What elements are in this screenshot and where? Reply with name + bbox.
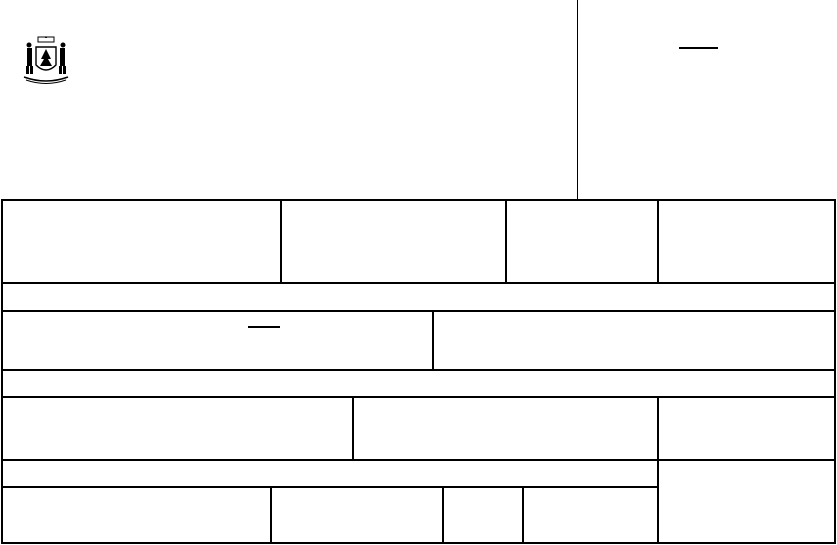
maine-state-seal-icon: [23, 36, 69, 84]
header-divider: [577, 0, 578, 199]
row-1-bottom-border: [3, 282, 834, 284]
row-4-cell-4[interactable]: [524, 488, 657, 542]
form-table: [1, 199, 836, 544]
row-1-cell-1[interactable]: [3, 201, 280, 282]
row-3-cell-3[interactable]: [659, 398, 834, 459]
row-1-cell-4[interactable]: [659, 201, 834, 282]
side-box-left-border: [657, 461, 659, 542]
row-2-divider-1: [432, 312, 434, 369]
row-2-cell-1[interactable]: [3, 312, 432, 369]
row-3-bottom-border: [3, 459, 834, 461]
row-4-cell-1[interactable]: [3, 488, 270, 542]
section-band-3: [3, 461, 657, 486]
row-3-cell-1[interactable]: [3, 398, 352, 459]
row-4-cell-3[interactable]: [444, 488, 522, 542]
state-seal: [20, 35, 72, 87]
row-4-divider-2: [442, 488, 444, 542]
section-band-2-bottom: [3, 396, 834, 398]
row-3-divider-1: [352, 398, 354, 459]
side-box[interactable]: [659, 461, 834, 542]
row-3-divider-2: [657, 398, 659, 459]
section-band-1: [3, 284, 834, 310]
row-2-bottom-border: [3, 369, 834, 371]
row-4-cell-2[interactable]: [272, 488, 442, 542]
row-4-divider-1: [270, 488, 272, 542]
row-1-divider-1: [280, 201, 282, 282]
section-band-2: [3, 371, 834, 396]
row-2-cell-2[interactable]: [434, 312, 834, 369]
row-1-divider-3: [657, 201, 659, 282]
row-2-blank-line: [248, 326, 280, 328]
row-1-cell-3[interactable]: [507, 201, 657, 282]
section-band-1-bottom: [3, 310, 834, 312]
row-1-cell-2[interactable]: [282, 201, 505, 282]
section-band-3-bottom: [3, 486, 657, 488]
row-1-divider-2: [505, 201, 507, 282]
header-right-blank-line: [679, 47, 718, 49]
row-3-cell-2[interactable]: [354, 398, 657, 459]
row-4-divider-3: [522, 488, 524, 542]
